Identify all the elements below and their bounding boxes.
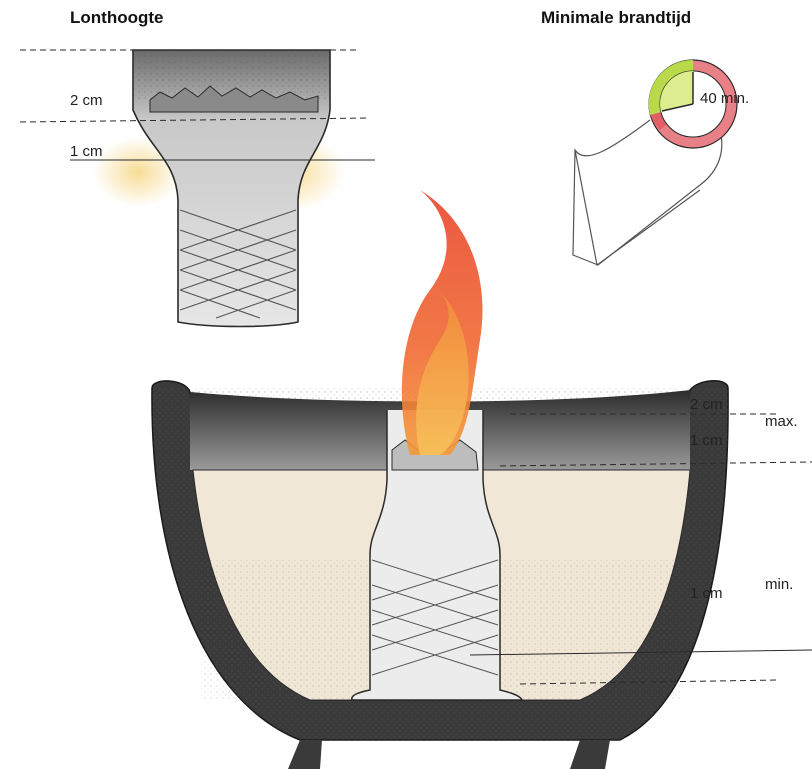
- detail-label-1cm: 1 cm: [70, 143, 103, 160]
- timer-label: 40 min.: [700, 90, 749, 107]
- detail-label-2cm: 2 cm: [70, 92, 103, 109]
- bowl-label-fill-1cm: 1 cm: [690, 585, 723, 602]
- bowl-label-max: max.: [765, 413, 798, 430]
- bowl-label-1cm: 1 cm: [690, 432, 723, 449]
- bowl-label-min: min.: [765, 576, 793, 593]
- bowl-label-2cm: 2 cm: [690, 396, 723, 413]
